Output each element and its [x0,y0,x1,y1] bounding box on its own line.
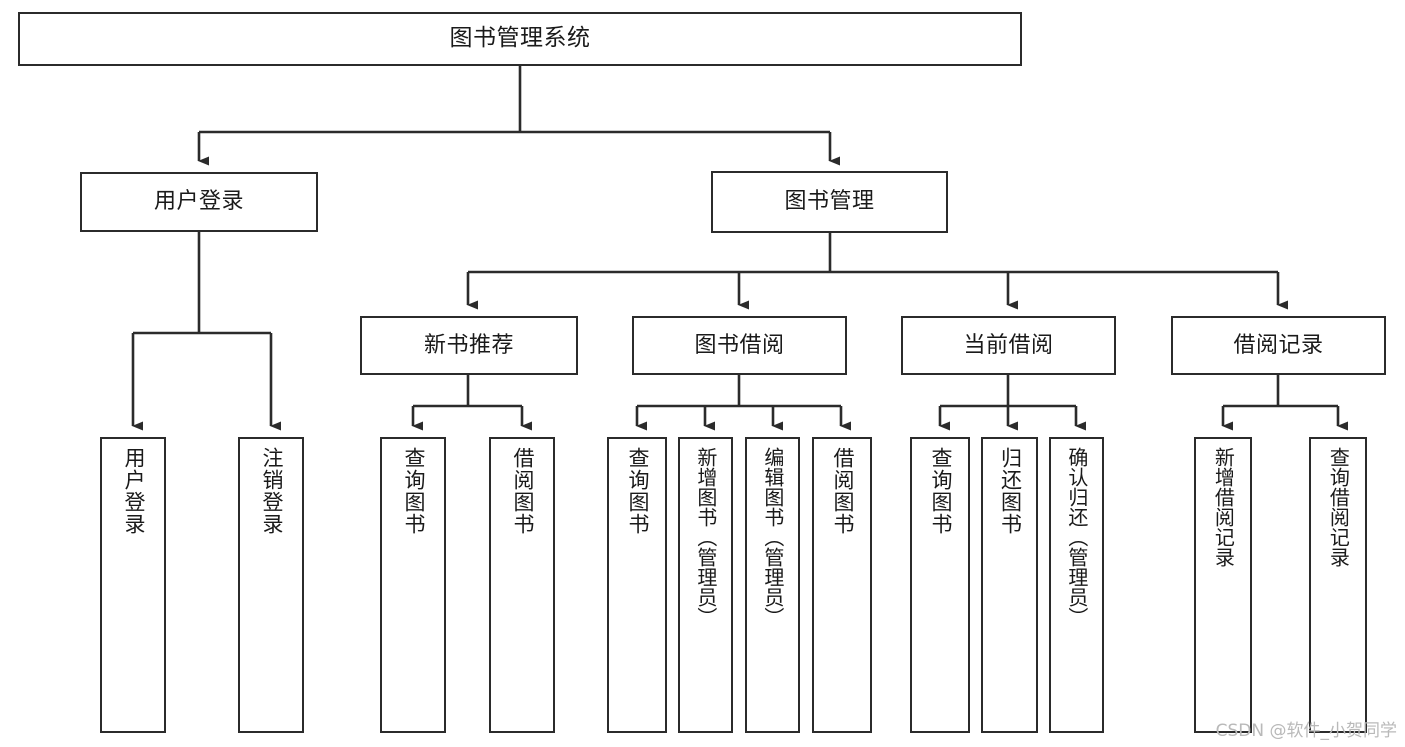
node-user-login[interactable]: 用户登录 [80,172,318,232]
node-leaf-borrow-book-1-label: 借阅图书 [510,447,535,535]
node-leaf-logout-login[interactable]: 注销登录 [238,437,304,733]
node-leaf-query-book-2[interactable]: 查询图书 [607,437,667,733]
node-leaf-add-book-admin[interactable]: 新增图书（管理员） [678,437,733,733]
node-leaf-borrow-book-2-label: 借阅图书 [830,447,855,535]
node-root-system[interactable]: 图书管理系统 [18,12,1022,66]
node-leaf-edit-book-admin[interactable]: 编辑图书（管理员） [745,437,800,733]
node-leaf-query-borrow-record-label: 查询借阅记录 [1326,447,1351,567]
node-leaf-add-book-admin-label: 新增图书（管理员） [693,447,718,627]
node-leaf-edit-book-admin-label: 编辑图书（管理员） [760,447,785,627]
node-book-borrow-label: 图书借阅 [694,332,785,358]
node-leaf-borrow-book-2[interactable]: 借阅图书 [812,437,872,733]
node-book-borrow[interactable]: 图书借阅 [632,316,847,375]
node-leaf-user-login[interactable]: 用户登录 [100,437,166,733]
node-leaf-return-book-label: 归还图书 [998,447,1023,535]
node-book-manage[interactable]: 图书管理 [711,171,948,233]
csdn-watermark: CSDN @软件_小贺同学 [1215,721,1397,741]
node-leaf-borrow-book-1[interactable]: 借阅图书 [489,437,555,733]
node-new-book-recommend-label: 新书推荐 [423,332,514,358]
node-leaf-query-book-1[interactable]: 查询图书 [380,437,446,733]
node-leaf-query-book-3[interactable]: 查询图书 [910,437,970,733]
node-leaf-add-borrow-record-label: 新增借阅记录 [1211,447,1236,567]
node-leaf-query-book-1-label: 查询图书 [401,447,426,535]
node-current-borrow[interactable]: 当前借阅 [901,316,1116,375]
node-leaf-logout-login-label: 注销登录 [259,447,284,535]
node-new-book-recommend[interactable]: 新书推荐 [360,316,578,375]
node-current-borrow-label: 当前借阅 [963,332,1054,358]
node-borrow-record[interactable]: 借阅记录 [1171,316,1386,375]
node-borrow-record-label: 借阅记录 [1233,332,1324,358]
node-leaf-query-book-3-label: 查询图书 [928,447,953,535]
node-book-manage-label: 图书管理 [784,189,875,215]
node-leaf-query-book-2-label: 查询图书 [625,447,650,535]
node-leaf-add-borrow-record[interactable]: 新增借阅记录 [1194,437,1252,733]
node-leaf-user-login-label: 用户登录 [121,447,146,535]
node-leaf-confirm-return-admin[interactable]: 确认归还（管理员） [1049,437,1104,733]
node-leaf-query-borrow-record[interactable]: 查询借阅记录 [1309,437,1367,733]
node-user-login-label: 用户登录 [153,189,244,215]
node-leaf-confirm-return-admin-label: 确认归还（管理员） [1064,447,1089,627]
node-leaf-return-book[interactable]: 归还图书 [981,437,1038,733]
node-root-system-label: 图书管理系统 [449,25,591,52]
